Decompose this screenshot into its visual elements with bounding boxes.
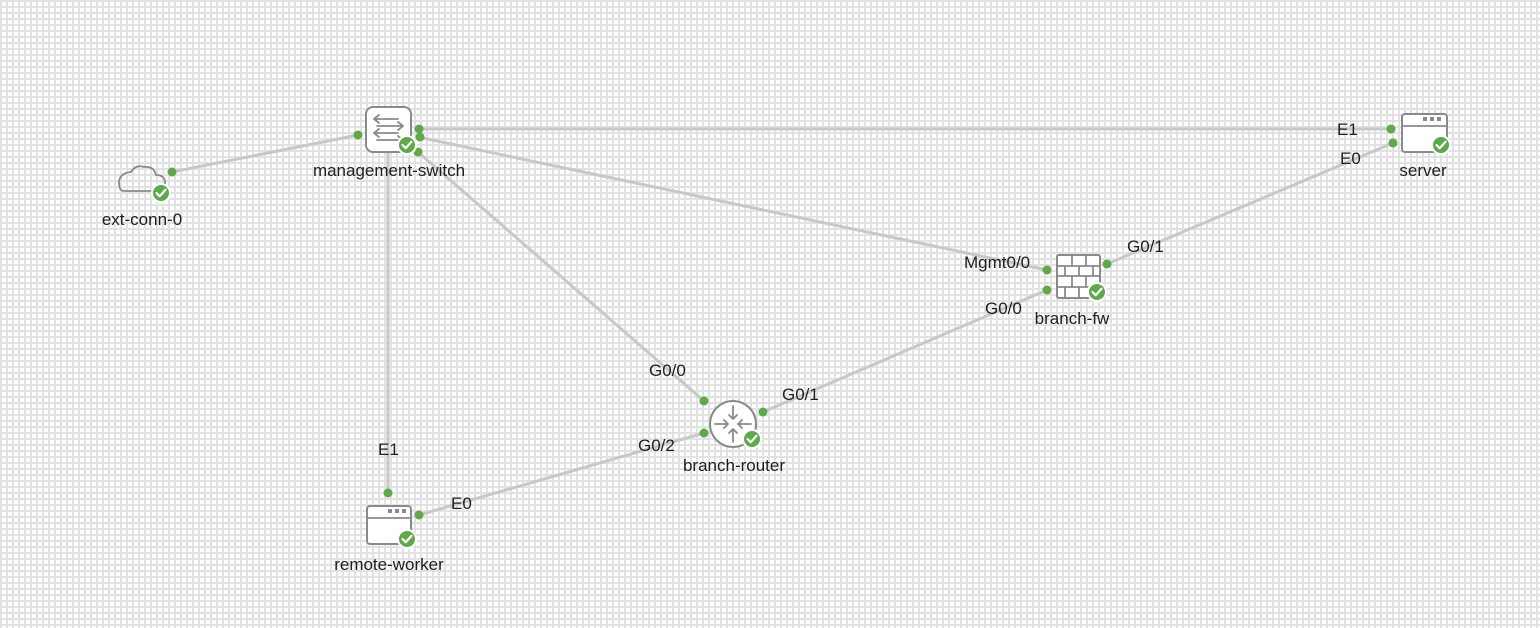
port-label-fw-g01: G0/1 <box>1127 237 1164 256</box>
link-fw-server-e0[interactable] <box>1106 141 1394 266</box>
port-dot[interactable] <box>415 132 425 142</box>
port-dot[interactable] <box>414 124 424 134</box>
link-switch-router-g00[interactable] <box>417 150 705 403</box>
port-label-fw-mgmt: Mgmt0/0 <box>964 253 1030 272</box>
port-dot[interactable] <box>699 396 709 406</box>
status-ok-icon <box>1431 135 1451 155</box>
link-router-worker-e0[interactable] <box>418 431 705 517</box>
port-label-router-g01: G0/1 <box>782 385 819 404</box>
port-labels: E1 E0 Mgmt0/0 G0/1 G0/0 G0/0 G0/1 G0/2 E… <box>378 120 1361 513</box>
node-label: server <box>1399 161 1447 180</box>
status-ok-icon <box>397 529 417 549</box>
node-remote-worker[interactable]: remote-worker <box>334 505 444 574</box>
port-dot[interactable] <box>699 428 709 438</box>
port-dot[interactable] <box>1386 124 1396 134</box>
node-branch-router[interactable]: branch-router <box>683 400 785 475</box>
node-label: management-switch <box>313 161 465 180</box>
port-label-server-e0: E0 <box>1340 149 1361 168</box>
port-dot[interactable] <box>167 167 177 177</box>
cloud-icon <box>118 165 166 192</box>
port-dot[interactable] <box>1042 265 1052 275</box>
port-dot[interactable] <box>758 407 768 417</box>
status-ok-icon <box>742 429 762 449</box>
status-ok-icon <box>151 183 171 203</box>
node-ext-conn-0[interactable]: ext-conn-0 <box>102 165 182 229</box>
port-dot[interactable] <box>353 130 363 140</box>
link-extconn-switch[interactable] <box>171 133 359 174</box>
port-dot[interactable] <box>414 510 424 520</box>
port-dot[interactable] <box>1042 285 1052 295</box>
node-management-switch[interactable]: management-switch <box>313 106 465 180</box>
port-label-router-g02: G0/2 <box>638 436 675 455</box>
links <box>171 127 1394 517</box>
node-label: branch-router <box>683 456 785 475</box>
node-label: remote-worker <box>334 555 444 574</box>
port-dot[interactable] <box>1102 259 1112 269</box>
status-ok-icon <box>1087 282 1107 302</box>
port-label-worker-e0: E0 <box>451 494 472 513</box>
node-label: branch-fw <box>1035 309 1110 328</box>
port-label-server-e1: E1 <box>1337 120 1358 139</box>
node-branch-fw[interactable]: branch-fw <box>1035 254 1110 328</box>
port-label-fw-g00: G0/0 <box>985 299 1022 318</box>
port-label-worker-e1: E1 <box>378 440 399 459</box>
status-ok-icon <box>397 135 417 155</box>
port-dot[interactable] <box>383 488 393 498</box>
node-label: ext-conn-0 <box>102 210 182 229</box>
port-dot[interactable] <box>1388 138 1398 148</box>
port-label-router-g00: G0/0 <box>649 361 686 380</box>
link-switch-fw-mgmt[interactable] <box>417 135 1048 272</box>
node-server[interactable]: server <box>1399 113 1451 180</box>
link-fw-router[interactable] <box>762 288 1048 414</box>
